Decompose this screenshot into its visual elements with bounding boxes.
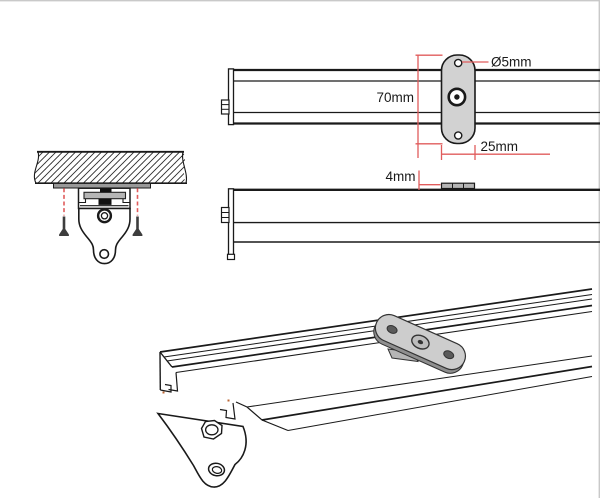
bracket-center-bolt-pin [454, 94, 460, 100]
clip-block-bottom [98, 198, 112, 205]
hex-bolt-face [204, 424, 219, 436]
end-bracket-section [78, 207, 131, 265]
screw-left [59, 216, 69, 236]
end-bracket-3d [156, 412, 247, 488]
rail-end-cap [227, 68, 235, 126]
bracket-edge-slab [440, 182, 476, 190]
screw-right [132, 216, 143, 236]
bell-oval-hole-inner [211, 466, 223, 474]
bracket-screw-hole-top [453, 58, 463, 68]
rail-top-outline [220, 68, 600, 126]
end-front-wall-edge [168, 372, 179, 392]
end-cap-foot [226, 253, 236, 261]
top-view: Ø5mm 70mm 25mm [220, 54, 600, 160]
ceiling-break-line-left [33, 151, 40, 184]
end-bracket-bell [78, 207, 131, 265]
label-plate-thickness: 4mm [386, 169, 416, 184]
label-bracket-width: 25mm [481, 139, 519, 154]
rail-3d-lines [159, 288, 593, 432]
perspective-view [156, 288, 593, 488]
lip-artifact-dot [162, 391, 165, 394]
side-view: 4mm [220, 169, 600, 261]
dimension-lines-top-view [415, 54, 550, 160]
end-bolt-head [220, 99, 230, 115]
section-view [33, 150, 188, 265]
mounting-bracket-3d [373, 313, 467, 374]
ceiling-mount-plate [53, 182, 151, 189]
ceiling-hatch-fill [34, 151, 186, 184]
bracket-bar-section [83, 191, 127, 200]
bracket-plate-edge [440, 182, 476, 190]
ceiling-section [33, 150, 188, 184]
clip-block-top [100, 188, 112, 193]
ceiling-break-line-right [181, 151, 188, 184]
label-hole-diameter: Ø5mm [491, 55, 532, 70]
bracket-center-pin-3d [417, 339, 424, 345]
rail-side-outline [220, 188, 600, 261]
bell-bolt-inner [100, 212, 109, 220]
mounting-bracket-top [440, 54, 476, 145]
lip-artifact-dot [227, 399, 230, 402]
rail-bottom-rear-edge [287, 376, 593, 431]
rail-channel-section [77, 187, 131, 210]
screw-alignment-lines [63, 188, 139, 216]
bell-bottom-hole [99, 248, 110, 260]
rail-bottom-front-edge [261, 365, 593, 421]
dimension-lines-side-view [418, 170, 441, 190]
end-lip-hook-right [219, 402, 236, 420]
end-lip-hook-left [160, 383, 172, 393]
label-bracket-length: 70mm [376, 90, 414, 105]
bracket-hole-3d [443, 350, 455, 360]
bell-end-cap-3d [156, 412, 247, 488]
end-bolt-head [220, 206, 230, 224]
rail-edge [159, 288, 593, 353]
mounting-screws [59, 216, 143, 236]
fascia-feature-line [246, 355, 593, 408]
bracket-hole-3d [386, 325, 398, 334]
fascia-end-cut-edge [235, 401, 289, 432]
bracket-plate-3d [373, 313, 467, 374]
bracket-screw-hole-bottom [453, 131, 463, 140]
end-cut-top-edge [159, 351, 173, 368]
